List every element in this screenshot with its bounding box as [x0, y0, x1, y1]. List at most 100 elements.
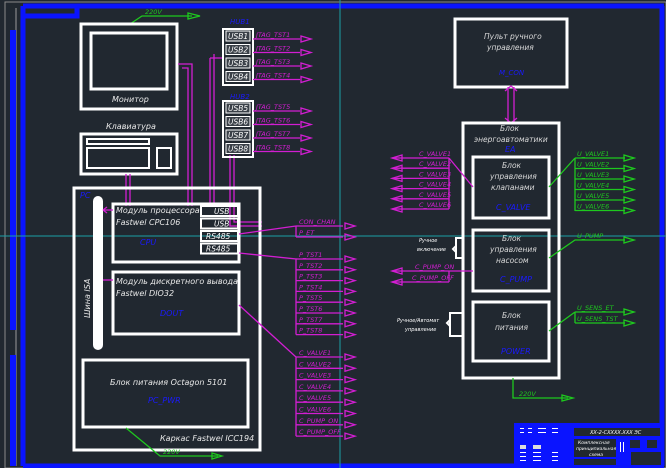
svg-text:POWER: POWER: [501, 347, 531, 356]
signal-label: C_PUMP_ON: [299, 417, 338, 425]
hub1-cable: [209, 54, 222, 206]
arrow-right-icon: [344, 276, 358, 285]
arrow-right-icon: [344, 298, 358, 307]
dout-module[interactable]: Модуль дискретного вывода Fastwel DIO32 …: [111, 270, 241, 336]
title-block: ХХ-2-СХХХХ.ХХХ ЭС Комплексная принципиал…: [514, 423, 664, 466]
arrow-right-icon: [623, 185, 637, 194]
svg-text:EA: EA: [505, 145, 516, 154]
power-line-bottom-right: 220V: [512, 378, 576, 402]
usb-port[interactable]: [225, 102, 251, 114]
svg-text:PC_PWR: PC_PWR: [148, 396, 181, 405]
power-line-bottom-left: 220V: [125, 427, 225, 460]
svg-text:клапанами: клапанами: [491, 183, 535, 192]
svg-text:насосом: насосом: [496, 256, 529, 265]
arrow-right-icon: [623, 196, 637, 204]
pump-control-block[interactable]: Блок управления насосом C_PUMP: [471, 228, 551, 293]
arrow-right-icon: [344, 432, 358, 440]
valve-input-label: C_VALVE3: [419, 170, 451, 178]
arrow-right-icon: [344, 255, 358, 263]
jtag-signal-label: JTAG_TST7: [254, 130, 291, 138]
arrow-right-icon: [344, 364, 358, 373]
arrow-right-icon: [344, 309, 358, 317]
keyboard-block[interactable]: Клавиатура: [79, 122, 179, 176]
jtag-signal-label: JTAG_TST6: [254, 117, 290, 125]
svg-text:Блок: Блок: [500, 124, 520, 133]
viewport-frame: [4, 1, 666, 468]
isa-bus-label: Шина ISA: [83, 279, 92, 318]
arrow-right-icon: [300, 62, 314, 70]
arrow-right-icon: [344, 398, 358, 407]
usb-port-label: USB7: [228, 131, 248, 140]
arrow-left-icon: [389, 174, 403, 183]
signal-label: C_PUMP_OFF: [299, 428, 341, 436]
valve-input-label: C_VALVE6: [419, 201, 451, 209]
arrow-right-icon: [344, 233, 358, 241]
cpu-port-label: USB: [214, 220, 229, 229]
svg-text:Блок питания Octagon 5101: Блок питания Octagon 5101: [110, 378, 227, 387]
svg-text:управления: управления: [489, 245, 537, 254]
pc-power-supply[interactable]: Блок питания Octagon 5101 PC_PWR: [81, 358, 250, 429]
signal-label: P_TST4: [299, 283, 322, 291]
arrow-left-icon: [389, 267, 403, 275]
usb-port[interactable]: [225, 71, 251, 82]
arrow-right-icon: [300, 107, 314, 115]
svg-text:220V: 220V: [519, 390, 536, 398]
valve-output-label: U_VALVE6: [577, 203, 609, 211]
cpu-port-label: USB: [214, 207, 229, 216]
power-block[interactable]: Блок питания POWER: [471, 300, 551, 363]
valve-input-label: C_VALVE2: [419, 160, 451, 168]
svg-text:питания: питания: [495, 323, 529, 332]
svg-text:220V: 220V: [145, 8, 162, 16]
arrow-right-icon: [300, 75, 314, 84]
cpu-port[interactable]: [200, 217, 239, 230]
cpu-port[interactable]: [200, 205, 239, 217]
frame-label: Каркас Fastwel ICC194: [160, 434, 254, 443]
cpu-isa-link: [102, 206, 113, 214]
cpu-module[interactable]: Модуль процессора Fastwel CPC106 CPU USB…: [111, 202, 241, 264]
arrow-right-icon: [623, 164, 637, 173]
valve-input-label: C_VALVE5: [419, 191, 451, 199]
keyboard-cable: [125, 174, 131, 206]
valve-control-block[interactable]: Блок управления клапанами C_VALVE: [471, 155, 551, 220]
arrow-right-icon: [623, 175, 637, 183]
cpu-port-label: RS485: [206, 245, 231, 254]
usb-port[interactable]: [225, 129, 251, 141]
svg-text:ХХ-2-СХХХХ.ХХХ ЭС: ХХ-2-СХХХХ.ХХХ ЭС: [589, 430, 642, 436]
svg-text:управления: управления: [489, 172, 537, 181]
arrow-right-icon: [300, 147, 314, 156]
pump-manual-switch[interactable]: Ручное включение: [417, 237, 463, 259]
usb-port[interactable]: [225, 143, 251, 154]
arrow-right-icon: [344, 330, 358, 339]
svg-text:энергоавтоматики: энергоавтоматики: [474, 135, 548, 144]
hub2-cable: [229, 155, 262, 227]
monitor-block[interactable]: Монитор: [79, 22, 179, 111]
power-mode-switch[interactable]: Ручное/Автомат управление: [397, 312, 463, 337]
usb-port[interactable]: [225, 57, 251, 69]
signal-label: CON_CHAN: [299, 218, 336, 226]
svg-text:HUB1: HUB1: [230, 18, 250, 26]
svg-text:CPU: CPU: [140, 238, 156, 247]
signal-label: C_VALVE2: [299, 360, 331, 368]
svg-text:принципиальная: принципиальная: [576, 447, 617, 452]
arrow-right-icon: [623, 236, 637, 244]
svg-text:управление: управление: [404, 327, 436, 333]
svg-text:Модуль процессора: Модуль процессора: [116, 206, 200, 215]
monitor-cable: [178, 63, 193, 206]
arrow-left-icon: [389, 278, 403, 286]
signal-label: C_VALVE5: [299, 394, 331, 402]
svg-text:Пульт ручного: Пульт ручного: [484, 32, 542, 41]
cpu-port[interactable]: [200, 230, 239, 242]
manual-console-block[interactable]: Пульт ручного управления M_CON: [453, 17, 569, 89]
arrow-left-icon: [389, 154, 403, 162]
usb-port[interactable]: [225, 30, 251, 42]
usb-port[interactable]: [225, 116, 251, 127]
pc-frame[interactable]: PC Шина ISA Каркас Fastwel ICC194: [72, 186, 262, 452]
arrow-right-icon: [300, 48, 314, 57]
valve-output-label: U_VALVE2: [577, 161, 609, 169]
svg-text:HUB2: HUB2: [230, 93, 250, 101]
usb-port[interactable]: [225, 44, 251, 55]
console-ea-link: [504, 85, 518, 124]
cpu-port[interactable]: [200, 242, 239, 255]
